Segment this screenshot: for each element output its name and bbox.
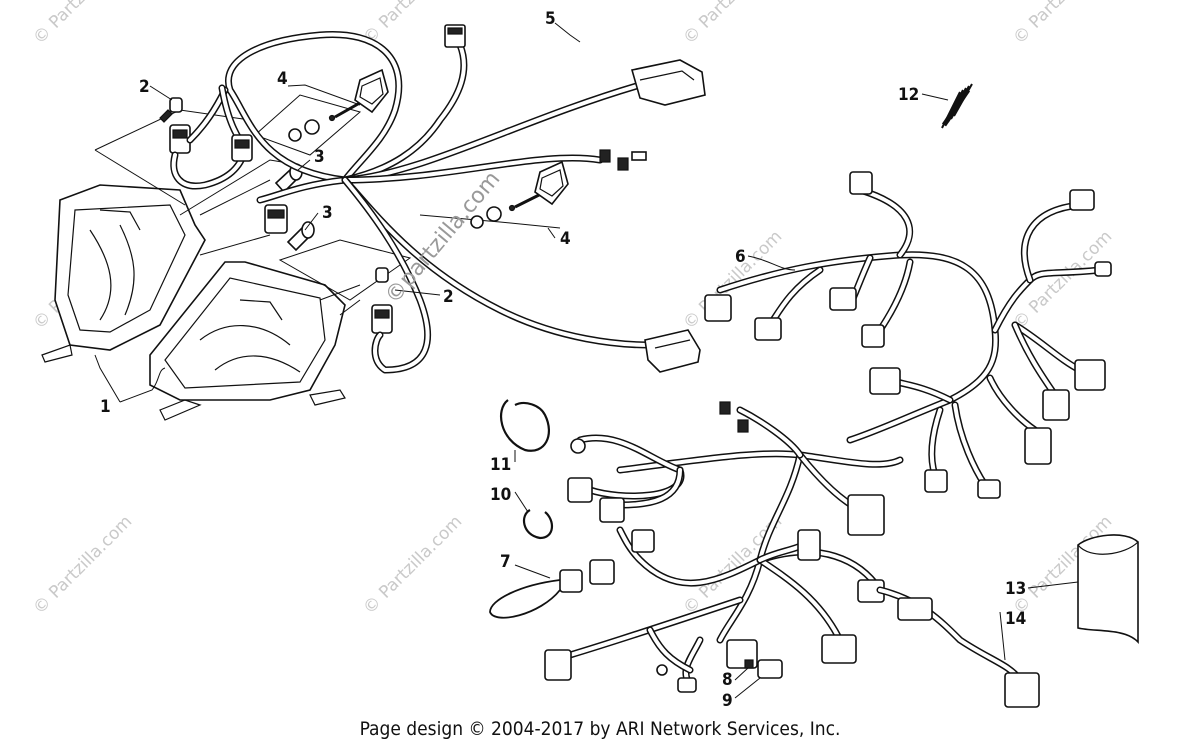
callout-3: 3	[322, 203, 333, 223]
callout-7: 7	[500, 552, 511, 572]
callout-8: 8	[722, 670, 733, 690]
callout-leaders	[94, 22, 1079, 699]
callout-12: 12	[898, 85, 919, 105]
headlight-left[interactable]	[41, 184, 206, 363]
adjuster-lower[interactable]	[470, 160, 569, 229]
clamp-11[interactable]	[499, 399, 550, 452]
harness-14[interactable]	[876, 586, 1040, 708]
callout-14: 14	[1005, 609, 1026, 629]
connector-large-5[interactable]	[630, 59, 706, 106]
spring-12[interactable]	[941, 83, 973, 129]
socket-lower[interactable]	[371, 267, 393, 334]
callout-6: 6	[735, 247, 746, 267]
callout-2: 2	[443, 287, 454, 307]
watermark: © Partzilla.com	[679, 0, 786, 49]
callout-4: 4	[277, 69, 288, 89]
callout-11: 11	[490, 455, 511, 475]
watermark: © Partzilla.com	[1009, 0, 1116, 49]
footer-copyright: Page design © 2004-2017 by ARI Network S…	[359, 718, 841, 740]
watermark: © Partzilla.com	[359, 512, 466, 619]
callout-2: 2	[139, 77, 150, 97]
callout-5: 5	[545, 9, 556, 29]
callout-1: 1	[100, 397, 111, 417]
connector-mid-left[interactable]	[264, 204, 288, 234]
watermark: © Partzilla.com	[29, 512, 136, 619]
socket-upper[interactable]	[159, 97, 183, 123]
connector-multi-pin[interactable]	[644, 329, 701, 373]
bulb-lower[interactable]	[286, 221, 315, 252]
callout-13: 13	[1005, 579, 1026, 599]
main-harness-connectors[interactable]	[489, 401, 885, 693]
callout-4: 4	[560, 229, 571, 249]
callout-3: 3	[314, 147, 325, 167]
headlight-right[interactable]	[149, 261, 346, 421]
harness-6-connectors[interactable]	[704, 171, 1112, 499]
connector-terminals[interactable]	[599, 149, 647, 171]
clamp-10[interactable]	[522, 509, 553, 540]
connector-upper-mid[interactable]	[231, 134, 253, 162]
sleeve-13[interactable]	[1077, 534, 1139, 645]
watermark: © Partzilla.com	[29, 0, 136, 49]
adjuster-upper[interactable]	[288, 68, 389, 142]
callout-numbers: 1 2 2 3 3 4 4 5 6 7 8 9 10 11 12 13 14	[100, 9, 1026, 711]
callout-10: 10	[490, 485, 511, 505]
callout-9: 9	[722, 691, 733, 711]
connector-top[interactable]	[444, 24, 466, 48]
